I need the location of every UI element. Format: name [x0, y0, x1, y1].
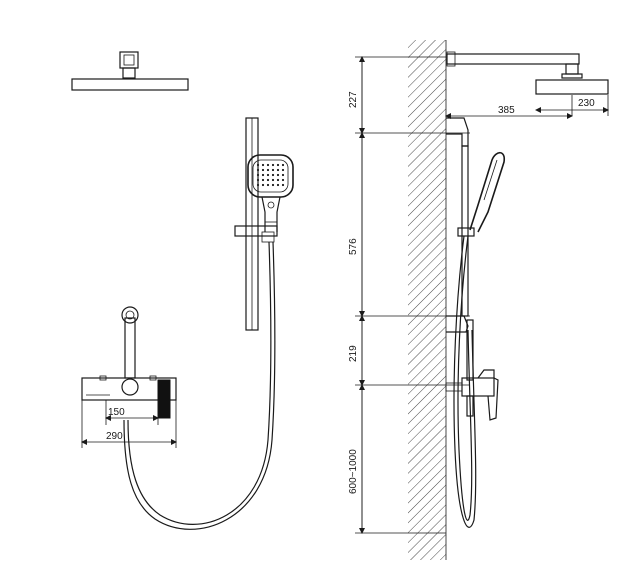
side-shower-arm	[446, 51, 609, 95]
dimension-230-label: 230	[578, 98, 595, 109]
side-hose	[453, 235, 477, 528]
nozzle-dot	[271, 173, 275, 177]
nozzle-dot	[266, 183, 270, 187]
nozzle-dot	[266, 168, 270, 172]
dimension-600-1000-label: 600~1000	[348, 449, 359, 494]
nozzle-dot	[256, 168, 260, 172]
front-supply-pipe	[121, 306, 139, 379]
nozzle-dot	[271, 178, 275, 182]
front-hand-shower	[247, 154, 294, 232]
nozzle-dot	[276, 178, 280, 182]
side-view: 230 385	[348, 40, 609, 560]
nozzle-dot	[271, 168, 275, 172]
nozzle-dot	[261, 178, 265, 182]
nozzle-dot	[281, 168, 285, 172]
valve-handle	[157, 379, 171, 419]
nozzle-dot	[276, 183, 280, 187]
dimension-576-label: 576	[348, 238, 359, 255]
nozzle-dot	[281, 183, 285, 187]
front-view: 150 290	[71, 51, 294, 530]
side-valve-pipe	[445, 319, 499, 421]
dimension-150: 150	[105, 400, 159, 425]
nozzle-dot	[261, 173, 265, 177]
nozzle-dot	[266, 173, 270, 177]
dimension-290: 290	[81, 400, 177, 448]
nozzle-dot	[276, 173, 280, 177]
dimension-227-label: 227	[348, 91, 359, 108]
nozzle-dot	[281, 173, 285, 177]
dimension-150-label: 150	[108, 407, 125, 418]
nozzle-dot	[281, 163, 285, 167]
front-mixing-valve	[81, 375, 177, 419]
nozzle-dot	[276, 168, 280, 172]
nozzle-dot	[256, 178, 260, 182]
nozzle-dot	[276, 163, 280, 167]
nozzle-dot	[261, 163, 265, 167]
dimension-385-label: 385	[498, 105, 515, 116]
nozzle-dot	[256, 173, 260, 177]
nozzle-dot	[261, 183, 265, 187]
dimension-219-label: 219	[348, 345, 359, 362]
nozzle-dot	[266, 178, 270, 182]
nozzle-dot	[281, 178, 285, 182]
nozzle-dot	[271, 163, 275, 167]
nozzle-dot	[261, 168, 265, 172]
nozzle-dot	[271, 183, 275, 187]
wall-section	[408, 40, 447, 560]
front-overhead-shower	[71, 51, 189, 91]
vertical-dimension-chain: 227 576 219 600~1000	[348, 56, 470, 534]
front-sliding-rail	[245, 117, 259, 331]
front-hose	[123, 241, 276, 530]
nozzle-dot	[266, 163, 270, 167]
side-top-bracket	[446, 117, 469, 147]
dimension-385: 385	[445, 105, 573, 119]
nozzle-dot	[256, 163, 260, 167]
side-hand-shower	[457, 151, 506, 237]
front-slider-bracket	[234, 225, 278, 243]
dimension-290-label: 290	[106, 431, 123, 442]
nozzle-dot	[256, 183, 260, 187]
dimension-230: 230	[535, 95, 609, 116]
